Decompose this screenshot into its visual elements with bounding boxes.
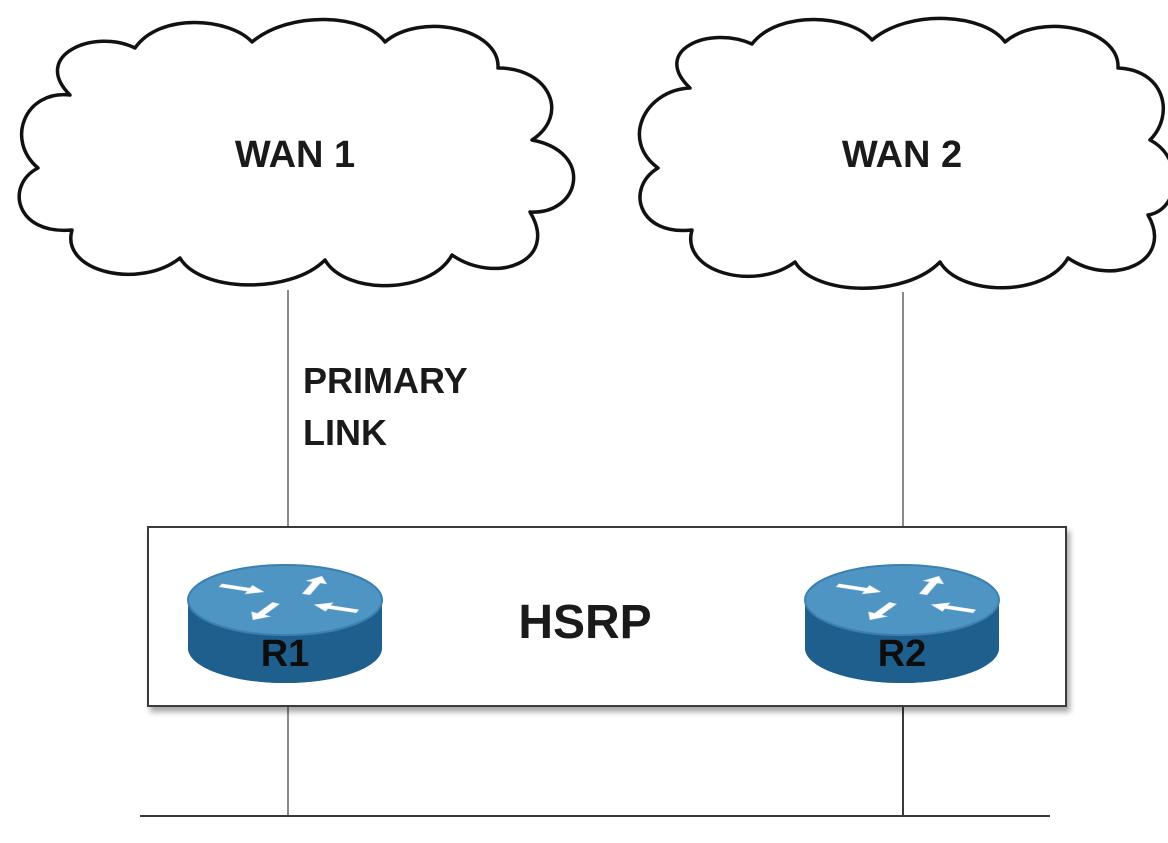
wan1-cloud-icon: WAN 1 [17,17,576,288]
wan2-cloud-icon: WAN 2 [637,16,1168,290]
wan2-label: WAN 2 [842,134,962,176]
router-r2-label: R2 [878,633,927,675]
router-r1-icon: R1 [187,564,383,683]
wan1-label: WAN 1 [235,134,355,176]
router-r1-label: R1 [261,633,310,675]
hsrp-label: HSRP [518,596,651,649]
primary-link-label-line2: LINK [303,412,387,453]
primary-link-label-line1: PRIMARY [303,360,468,401]
router-r2-icon: R2 [804,564,1000,683]
